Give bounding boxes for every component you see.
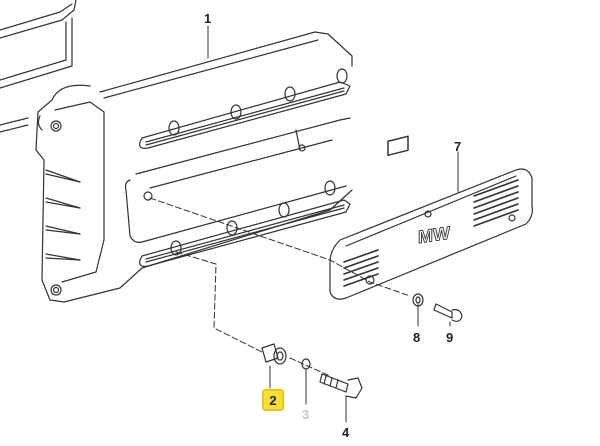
cover-plate xyxy=(329,135,533,300)
callout-3[interactable]: 3 xyxy=(302,407,310,422)
callout-4[interactable]: 4 xyxy=(342,425,350,440)
callout-9[interactable]: 9 xyxy=(446,330,454,345)
leader-lines xyxy=(207,25,459,423)
callout-1[interactable]: 1 xyxy=(204,11,212,26)
bolt-part-4 xyxy=(319,373,363,399)
washer-part-3 xyxy=(301,358,311,370)
callout-8[interactable]: 8 xyxy=(413,330,421,345)
callout-7[interactable]: 7 xyxy=(454,139,462,154)
gasket-outline xyxy=(0,0,77,133)
washer-part-8 xyxy=(412,293,424,307)
screw-part-9 xyxy=(433,303,463,322)
logo-text: MW xyxy=(418,223,451,248)
valve-cover xyxy=(35,31,353,303)
grommet-part-2 xyxy=(261,343,287,365)
callout-2-highlighted[interactable]: 2 xyxy=(262,389,284,411)
assembly-lines xyxy=(149,197,411,377)
